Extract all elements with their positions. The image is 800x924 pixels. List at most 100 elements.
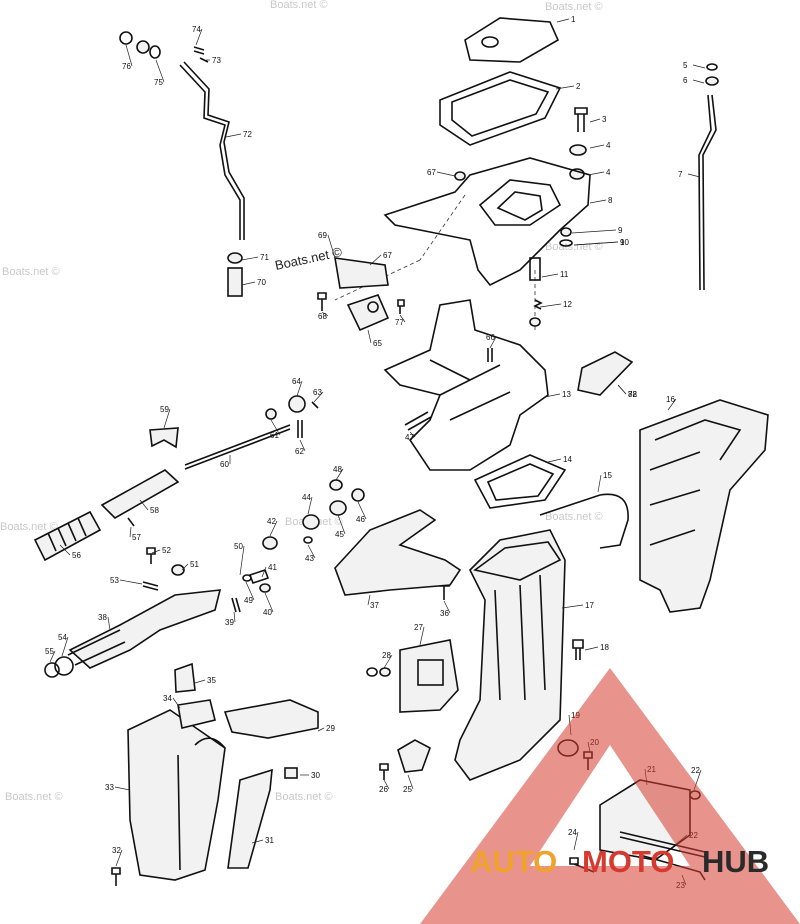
plate-38 xyxy=(334,509,462,596)
leader-line xyxy=(407,774,414,790)
pin-66 xyxy=(487,348,493,362)
callout-number: 6 xyxy=(683,76,688,85)
nut-67 xyxy=(454,171,466,181)
callout-number: 2 xyxy=(576,82,581,91)
callout-number: 68 xyxy=(318,312,327,321)
leader-line xyxy=(317,727,325,732)
watermark-text: Boats.net © xyxy=(270,0,328,11)
pin-75 xyxy=(193,46,205,55)
callout-number: 64 xyxy=(292,377,301,386)
leader-line xyxy=(597,474,602,493)
watermark-text: Boats.net © xyxy=(545,241,603,253)
leader-line xyxy=(299,439,306,452)
watermark-text: Boats.net © xyxy=(275,791,333,803)
knob-46 xyxy=(329,500,347,516)
leader-line xyxy=(270,419,281,436)
callout-number: 17 xyxy=(585,601,594,610)
leader-line xyxy=(225,133,242,138)
gasket-hole xyxy=(481,36,499,48)
callout-number: 14 xyxy=(563,455,572,464)
lever-42 xyxy=(248,568,270,585)
logo-word-auto: AUTO xyxy=(470,844,557,879)
watermark-text: Boats.net © xyxy=(545,511,603,523)
callout-number: 39 xyxy=(225,618,234,627)
callout-number: 11 xyxy=(560,270,569,279)
callout-number: 71 xyxy=(260,253,269,262)
callout-number: 24 xyxy=(568,828,577,837)
logo-word-hub: HUB xyxy=(702,844,769,879)
callout-number: 56 xyxy=(72,551,81,560)
leader-line xyxy=(399,314,406,323)
callout-number: 15 xyxy=(603,471,612,480)
leader-line xyxy=(383,654,393,669)
swivel-bracket-8 xyxy=(383,157,591,287)
callout-number: 38 xyxy=(98,613,107,622)
callout-number: 36 xyxy=(440,609,449,618)
leader-line xyxy=(369,254,382,266)
leader-line xyxy=(125,44,133,67)
leader-line xyxy=(245,581,255,601)
callout-number: 33 xyxy=(105,783,114,792)
callout-number: 22 xyxy=(691,766,700,775)
nut-47 xyxy=(351,488,365,502)
leader-line xyxy=(251,839,264,844)
callout-number: 65 xyxy=(373,339,382,348)
leader-line xyxy=(617,384,627,395)
leader-line xyxy=(241,281,256,286)
callout-number: 52 xyxy=(162,546,171,555)
leader-line xyxy=(692,79,705,84)
friction-45 xyxy=(302,514,320,530)
callout-number: 9 xyxy=(618,226,623,235)
leader-line xyxy=(367,329,372,344)
nut-72 xyxy=(227,252,243,264)
pin-48 xyxy=(404,411,432,431)
leader-line xyxy=(443,600,451,614)
bushing-6 xyxy=(705,76,719,86)
callout-number: 4 xyxy=(606,168,611,177)
pin-74 xyxy=(199,57,209,63)
leader-line xyxy=(107,616,111,631)
callout-number: 66 xyxy=(486,333,495,342)
bolt-18 xyxy=(572,639,584,660)
callout-number: 29 xyxy=(326,724,335,733)
pin-57 xyxy=(127,517,135,527)
leader-line xyxy=(172,697,181,709)
callout-number: 5 xyxy=(683,61,688,70)
callout-number: 48 xyxy=(333,465,342,474)
leader-line xyxy=(195,28,203,46)
parts-artwork xyxy=(33,17,769,886)
callout-number: 43 xyxy=(305,554,314,563)
callout-number: 31 xyxy=(265,836,274,845)
block-65-hole xyxy=(367,301,379,313)
leader-line xyxy=(321,311,329,317)
pad-30 xyxy=(223,699,319,739)
callout-number: 73 xyxy=(212,56,221,65)
callout-number: 13 xyxy=(562,390,571,399)
watermark-text-center: Boats.net © xyxy=(274,244,344,273)
leader-line xyxy=(129,526,132,538)
lower-cover-detail xyxy=(177,737,226,871)
leader-line xyxy=(181,563,189,571)
bolt-62 xyxy=(297,420,303,438)
callout-number: 54 xyxy=(58,633,67,642)
washer-10 xyxy=(559,239,573,247)
pad-82 xyxy=(577,351,634,396)
pad-36 xyxy=(174,662,196,693)
leader-line xyxy=(555,85,575,90)
sleeve-71 xyxy=(227,267,243,297)
callout-number: 67 xyxy=(427,168,436,177)
callout-number: 74 xyxy=(192,25,201,34)
watermark-text: Boats.net © xyxy=(2,266,60,278)
swivel-bracket-window-2 xyxy=(496,191,543,221)
callout-number: 51 xyxy=(190,560,199,569)
logo-word-moto: MOTO xyxy=(582,844,674,879)
screw-69 xyxy=(317,292,327,311)
leader-line xyxy=(239,545,245,576)
leader-line xyxy=(307,544,316,559)
callout-number: 40 xyxy=(263,608,272,617)
leader-line xyxy=(561,604,584,609)
watermark-text: Boats.net © xyxy=(5,791,63,803)
bracket-28 xyxy=(399,639,459,713)
exhaust-cover-detail xyxy=(649,419,742,546)
